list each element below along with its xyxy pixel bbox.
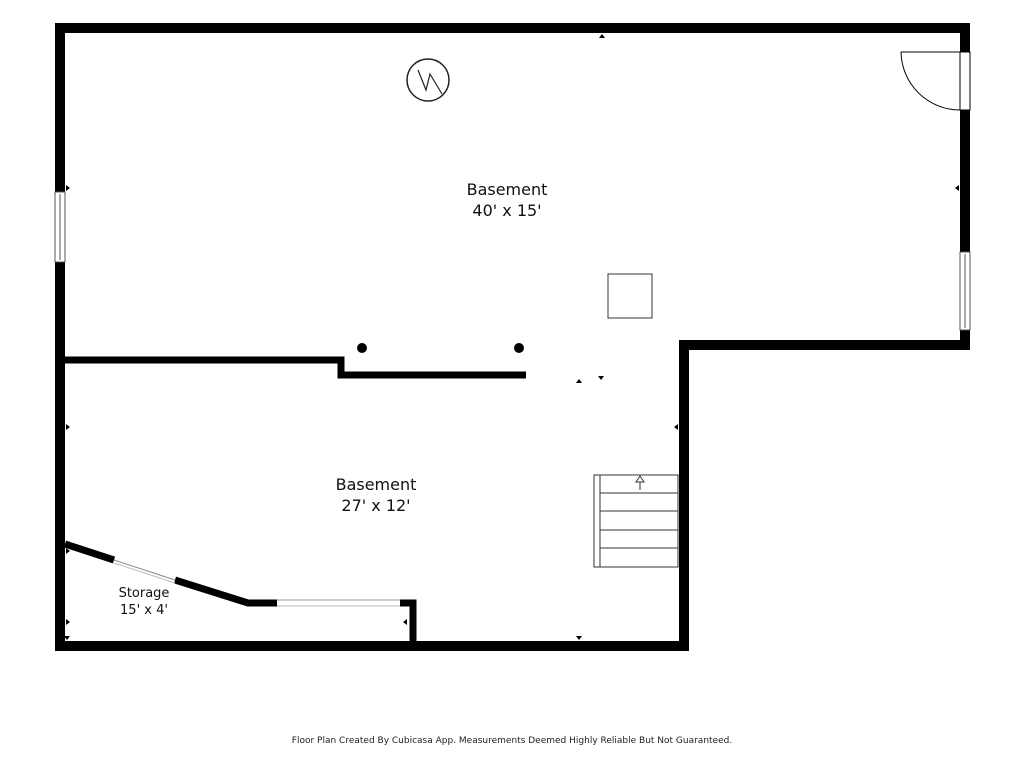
wall-partition <box>65 356 526 379</box>
room-dimensions: 27' x 12' <box>341 495 411 515</box>
room-dimensions: 40' x 15' <box>472 200 542 220</box>
wall-right-step <box>679 340 970 651</box>
storage-opening-diagonal <box>113 559 176 581</box>
room-name: Basement <box>466 180 548 199</box>
room-dimensions: 15' x 4' <box>120 602 168 618</box>
stairs-icon <box>593 474 679 568</box>
room-label-storage: Storage 15' x 4' <box>104 586 184 620</box>
water-heater-icon <box>406 58 450 102</box>
interior-walls <box>63 356 526 646</box>
support-post-2 <box>514 343 524 353</box>
storage-wall-diagonal-b <box>173 576 277 607</box>
openings <box>54 191 971 607</box>
room-label-basement-lower: Basement 27' x 12' <box>316 475 436 517</box>
walls <box>55 23 970 651</box>
footer-disclaimer: Floor Plan Created By Cubicasa App. Meas… <box>291 736 733 746</box>
storage-wall-right <box>400 599 417 646</box>
room-name: Storage <box>118 586 170 601</box>
fixture-square <box>607 273 653 319</box>
dimension-markers <box>64 34 959 640</box>
storage-wall-diagonal-a <box>63 540 116 564</box>
support-post-1 <box>357 343 367 353</box>
room-label-basement-upper: Basement 40' x 15' <box>447 180 567 222</box>
door-swing-icon <box>900 51 971 111</box>
room-name: Basement <box>335 475 417 494</box>
